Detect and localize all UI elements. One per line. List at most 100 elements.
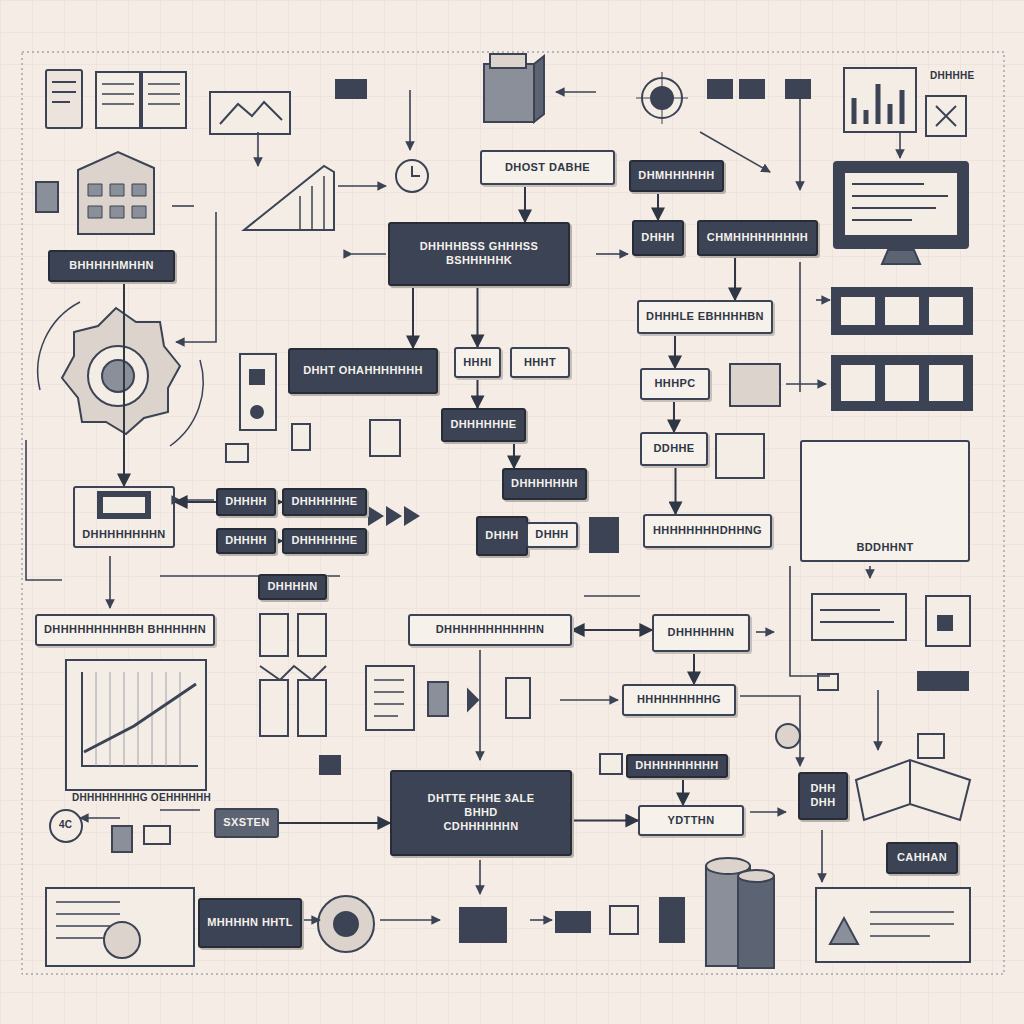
- process-box: HHHHHHHHHG: [622, 684, 736, 716]
- node-label: DHHHHHHE: [291, 534, 357, 548]
- node-sublabel: DHH: [810, 796, 835, 810]
- process-box: DHHHHHHE: [282, 488, 367, 516]
- process-box: DHHHH: [216, 528, 276, 554]
- node-label: CAHHAN: [897, 851, 947, 865]
- node-sublabel: CDHHHHHHN: [443, 820, 518, 834]
- process-box: DHHHHN: [258, 574, 327, 600]
- node-label: HHHPC: [654, 377, 695, 391]
- node-label: YDTTHN: [667, 814, 714, 828]
- process-box: DHHHHBSS GHHHSSBSHHHHHK: [388, 222, 570, 286]
- node-label: DHHH: [641, 231, 674, 245]
- process-box: DHMHHHHHH: [629, 160, 724, 192]
- node-label: HHHT: [524, 356, 556, 370]
- node-sublabel: BSHHHHHK: [446, 254, 512, 268]
- flow-arrow: [572, 820, 638, 822]
- annotation-label: DHHHHHHHHG OEHHHHHH: [70, 792, 213, 803]
- node-label: DHH: [810, 782, 835, 796]
- node-label: DHHHH: [225, 534, 267, 548]
- node-label: DHHHHHHHHH: [635, 759, 718, 773]
- process-box: CAHHAN: [886, 842, 958, 874]
- process-box: HHHT: [510, 347, 570, 378]
- node-label: DHHHH: [225, 495, 267, 509]
- flow-arrow: [682, 778, 684, 805]
- flow-arrow: [175, 501, 216, 503]
- process-box: DHHHHHHN: [652, 614, 750, 652]
- node-label: DHHHHN: [267, 580, 317, 594]
- process-box: DHHH: [476, 516, 528, 556]
- process-box: DHHHHHHE: [441, 408, 526, 442]
- node-sublabel: BHHD: [464, 806, 497, 820]
- node-label: HHHI: [463, 356, 492, 370]
- flow-arrow: [477, 286, 479, 347]
- node-label: DHHHHHHHHHBH BHHHHHN: [44, 623, 206, 637]
- flow-arrow: [693, 652, 695, 684]
- flow-arrow: [572, 629, 652, 631]
- node-label: DHOST DABHE: [505, 161, 590, 175]
- flow-arrow: [123, 282, 125, 486]
- node-label: BDDHHNT: [856, 541, 913, 555]
- process-box: DHHHH: [216, 488, 276, 516]
- process-box: DHHHHHHHHHBH BHHHHHN: [35, 614, 215, 646]
- table-panel: BDDHHNT: [800, 440, 970, 562]
- process-box: BHHHHHMHHN: [48, 250, 175, 282]
- flow-arrow: [734, 256, 736, 300]
- process-box: HHHI: [454, 347, 501, 378]
- node-label: DHHHLE EBHHHHBN: [646, 310, 764, 324]
- node-label: DHHH: [535, 528, 568, 542]
- process-box: HHHPC: [640, 368, 710, 400]
- node-label: HHHHHHHHDHHNG: [653, 524, 762, 538]
- annotation-label: DHHHHE: [928, 70, 977, 81]
- node-label: MHHHHN HHTL: [207, 916, 293, 930]
- node-label: SXSTEN: [223, 816, 269, 830]
- flow-arrow: [673, 400, 675, 432]
- process-box: DHHHHHHHHH: [626, 754, 728, 778]
- decor-lines: [26, 90, 900, 920]
- process-box: DHHHHHHHHHHHN: [408, 614, 572, 646]
- node-label: DHHHHHHE: [450, 418, 516, 432]
- process-box: DHHT OHAHHHHHHH: [288, 348, 438, 394]
- process-box: DHHHLE EBHHHHBN: [637, 300, 773, 334]
- process-box: DHHH: [526, 522, 578, 548]
- process-box: CHMHHHHHHHHH: [697, 220, 818, 256]
- node-label: CHMHHHHHHHHH: [707, 231, 808, 245]
- process-box: HHHHHHHHDHHNG: [643, 514, 772, 548]
- system-box: SXSTEN: [214, 808, 279, 838]
- frame: [22, 52, 1004, 974]
- node-label: DHHHHHHHHHHHN: [436, 623, 544, 637]
- flow-arrow: [675, 466, 677, 514]
- process-box: DHHHHHHE: [282, 528, 367, 554]
- flow-arrow: [674, 334, 676, 368]
- node-label: DHHHHBSS GHHHSS: [420, 240, 538, 254]
- flow-arrow: [524, 185, 526, 222]
- process-box: MHHHHN HHTL: [198, 898, 302, 948]
- node-label: DHHHHHHHHN: [82, 528, 165, 542]
- node-label: DDHHE: [653, 442, 694, 456]
- flow-arrow: [412, 286, 414, 348]
- process-box: DDHHE: [640, 432, 708, 466]
- node-label: DHHH: [485, 529, 518, 543]
- annotation-label: 4C: [57, 819, 74, 830]
- process-box: DHOST DABHE: [480, 150, 615, 185]
- flow-arrow: [513, 442, 515, 468]
- flow-arrow: [279, 822, 390, 824]
- process-box: DHTTE FHHE 3ALEBHHDCDHHHHHHN: [390, 770, 572, 856]
- flow-arrow: [657, 192, 659, 220]
- node-label: DHMHHHHHH: [638, 169, 714, 183]
- icons: [36, 54, 972, 968]
- flow-arrow: [477, 378, 479, 408]
- node-label: BHHHHHMHHN: [69, 259, 154, 273]
- node-label: DHHHHHHN: [668, 626, 735, 640]
- process-box: DHHDHH: [798, 772, 848, 820]
- node-label: DHTTE FHHE 3ALE: [428, 792, 535, 806]
- device-box: DHHHHHHHHN: [73, 486, 175, 548]
- process-box: DHHHHHHH: [502, 468, 587, 500]
- node-label: DHHHHHHE: [291, 495, 357, 509]
- node-label: HHHHHHHHHG: [637, 693, 721, 707]
- node-label: DHHT OHAHHHHHHH: [303, 364, 423, 378]
- process-box: DHHH: [632, 220, 684, 256]
- process-box: YDTTHN: [638, 805, 744, 836]
- node-label: DHHHHHHH: [511, 477, 578, 491]
